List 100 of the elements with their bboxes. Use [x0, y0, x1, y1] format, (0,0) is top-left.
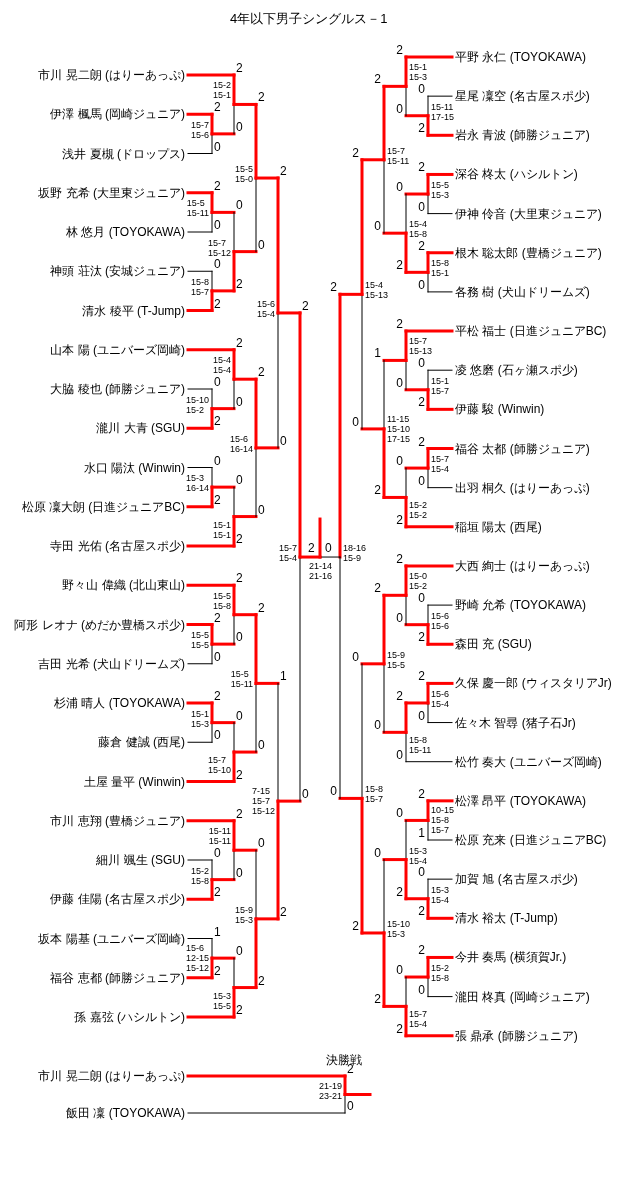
game-scores: 15-5 15-11 — [186, 198, 209, 219]
game-count: 0 — [214, 650, 221, 663]
player-name: 大脇 稜也 (師勝ジュニア) — [50, 383, 185, 395]
game-scores: 18-16 15-9 — [343, 543, 367, 564]
game-count: 0 — [214, 847, 221, 859]
game-count: 2 — [418, 161, 425, 174]
game-count: 2 — [396, 552, 403, 565]
game-count: 2 — [330, 281, 337, 294]
game-count: 0 — [258, 503, 265, 516]
game-scores: 15-7 15-12 — [207, 237, 231, 258]
game-scores: 15-1 15-7 — [431, 375, 449, 396]
game-count: 0 — [330, 785, 337, 798]
player-name: 大西 絢士 (はりーあっぷ) — [455, 559, 590, 572]
player-name: 市川 晃二朗 (はりーあっぷ) — [38, 69, 185, 81]
player-name: 岩永 青波 (師勝ジュニア) — [455, 129, 590, 142]
game-scores: 15-8 15-1 — [431, 258, 449, 279]
game-count: 2 — [214, 886, 221, 899]
game-scores: 15-7 15-4 — [409, 1009, 427, 1030]
game-count: 0 — [325, 542, 332, 555]
player-name: 久保 慶一郎 (ウィスタリアJr) — [455, 677, 612, 690]
player-name: 平野 永仁 (TOYOKAWA) — [455, 51, 586, 63]
game-scores: 15-1 15-1 — [213, 519, 231, 540]
game-scores: 15-5 15-5 — [191, 630, 209, 651]
game-count: 0 — [418, 474, 425, 487]
game-scores: 15-1 15-3 — [191, 708, 209, 729]
game-count: 0 — [236, 120, 243, 133]
game-scores: 15-5 15-3 — [431, 180, 449, 200]
game-count: 0 — [374, 719, 381, 732]
player-name: 伊神 伶音 (大里東ジュニア) — [455, 207, 602, 220]
game-count: 2 — [396, 689, 403, 702]
title: 4年以下男子シングルス－1 — [230, 12, 388, 25]
game-scores: 15-3 15-5 — [213, 990, 231, 1011]
game-count: 2 — [396, 513, 403, 526]
game-count: 2 — [236, 533, 243, 545]
player-name: 山本 陽 (ユニバーズ岡崎) — [50, 343, 185, 356]
game-scores: 15-3 15-4 — [431, 884, 449, 905]
game-count: 2 — [396, 318, 403, 331]
player-name: 稲垣 陽太 (西尾) — [455, 520, 542, 533]
game-count: 0 — [418, 357, 425, 370]
game-count: 1 — [214, 925, 221, 938]
game-scores: 15-6 15-4 — [257, 298, 275, 319]
game-count: 2 — [374, 993, 381, 1006]
game-count: 0 — [258, 837, 265, 850]
game-count: 2 — [236, 572, 243, 585]
game-count: 2 — [418, 944, 425, 957]
game-count: 0 — [302, 788, 309, 801]
game-count: 2 — [214, 964, 221, 977]
game-count: 2 — [214, 415, 221, 428]
game-count: 0 — [280, 434, 287, 447]
game-count: 2 — [236, 1004, 243, 1016]
game-count: 0 — [236, 709, 243, 722]
game-count: 2 — [236, 277, 243, 290]
player-name: 坂本 陽基 (ユニバーズ岡崎) — [38, 932, 185, 945]
game-count: 2 — [258, 91, 265, 104]
player-name: 出羽 桐久 (はりーあっぷ) — [455, 481, 590, 494]
player-name: 佐々木 智尋 (猪子石Jr) — [455, 716, 576, 729]
game-count: 0 — [396, 181, 403, 193]
game-count: 0 — [214, 376, 221, 388]
game-count: 2 — [280, 905, 287, 918]
game-count: 0 — [236, 866, 243, 879]
game-count: 2 — [396, 44, 403, 56]
game-count: 0 — [214, 219, 221, 231]
game-count: 0 — [258, 238, 265, 251]
player-name: 神頭 荘汰 (安城ジュニア) — [50, 265, 185, 278]
player-name: 瀧田 柊真 (岡崎ジュニア) — [455, 990, 590, 1003]
game-scores: 15-6 16-14 — [229, 433, 253, 454]
game-scores: 15-6 15-4 — [431, 688, 449, 709]
game-scores: 21-14 21-16 — [309, 561, 333, 582]
player-name: 野々山 偉織 (北山東山) — [62, 579, 185, 592]
game-count: 0 — [236, 631, 243, 644]
game-count: 0 — [418, 709, 425, 722]
game-count: 2 — [258, 366, 265, 379]
player-name: 清水 裕太 (T-Jump) — [455, 912, 558, 925]
player-name: 福谷 恵都 (師勝ジュニア) — [50, 971, 185, 984]
section-heading: 決勝戦 — [326, 1054, 362, 1066]
player-name: 藤倉 健誠 (西尾) — [98, 736, 185, 749]
game-scores: 15-3 16-14 — [185, 473, 209, 494]
game-scores: 21-19 23-21 — [318, 1080, 342, 1101]
game-count: 0 — [396, 102, 403, 115]
player-name: 寺田 光佑 (名古屋スポ少) — [50, 540, 185, 552]
game-count: 2 — [396, 885, 403, 898]
player-name: 松澤 昂平 (TOYOKAWA) — [455, 794, 586, 807]
game-scores: 15-1 15-3 — [409, 62, 427, 83]
game-count: 0 — [418, 278, 425, 291]
game-scores: 15-2 15-2 — [409, 500, 427, 521]
game-scores: 15-8 15-11 — [409, 735, 432, 756]
game-count: 2 — [258, 601, 265, 614]
game-scores: 15-4 15-13 — [365, 280, 389, 301]
player-name: 林 悠月 (TOYOKAWA) — [66, 226, 185, 238]
game-count: 2 — [236, 336, 243, 349]
game-scores: 15-2 15-1 — [213, 80, 231, 101]
player-name: 市川 恵翔 (豊橋ジュニア) — [50, 814, 185, 827]
game-scores: 15-4 15-4 — [213, 355, 231, 376]
game-count: 2 — [258, 974, 265, 987]
game-count: 2 — [374, 582, 381, 595]
player-name: 清水 稜平 (T-Jump) — [82, 304, 185, 317]
game-scores: 15-10 15-3 — [387, 918, 411, 939]
game-count: 2 — [214, 690, 221, 702]
game-count: 2 — [214, 179, 221, 192]
game-scores: 7-15 15-7 15-12 — [251, 786, 275, 817]
